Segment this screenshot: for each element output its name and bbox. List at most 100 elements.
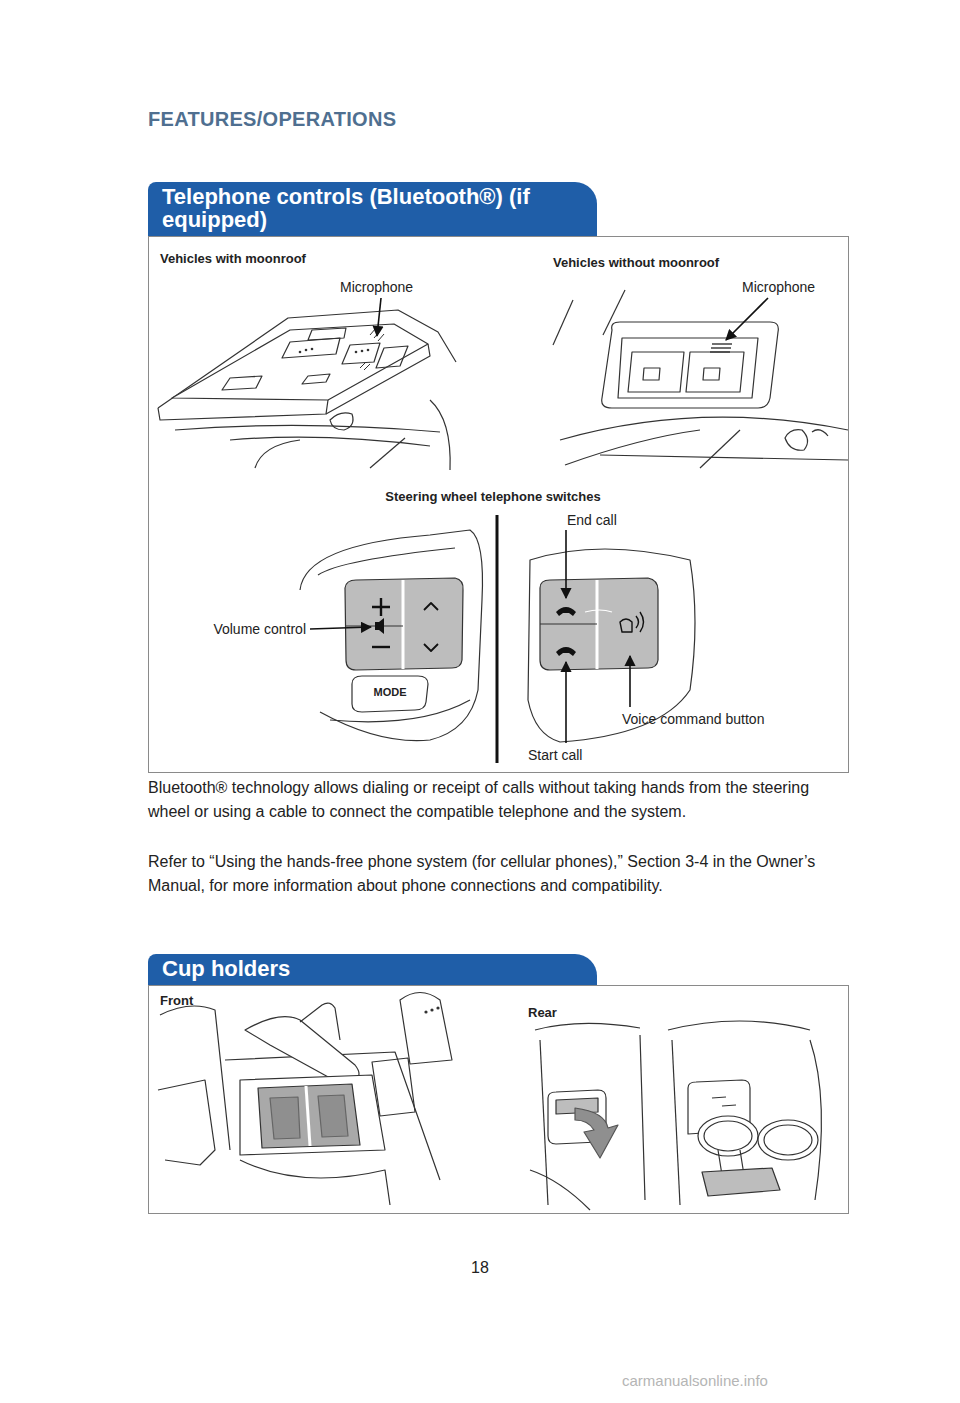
- drawing-stroke: [376, 346, 408, 368]
- drawing-stroke: [311, 348, 314, 351]
- panel-frames: [149, 237, 849, 1214]
- drawing-stroke: [540, 623, 597, 624]
- drawing-stroke: [710, 344, 732, 352]
- drawing-stroke: [535, 1023, 640, 1030]
- drawing-stroke: [326, 344, 430, 414]
- drawing-stroke: [600, 455, 848, 460]
- drawing-stroke: [565, 530, 567, 598]
- drawing-stroke: [402, 580, 405, 669]
- drawing-stroke: [352, 676, 428, 712]
- drawing-stroke: [299, 351, 302, 354]
- drawing-stroke: [785, 430, 808, 451]
- drawing-stroke: [342, 343, 380, 364]
- drawing-stroke: [378, 334, 384, 341]
- drawing-stroke: [318, 548, 455, 575]
- drawing-stroke: [703, 368, 720, 380]
- front-cup-holders: [158, 993, 452, 1206]
- drawing-stroke: [255, 440, 300, 468]
- drawing-stroke: [629, 656, 631, 707]
- part-label: Microphone: [742, 279, 815, 296]
- figure-heading: Steering wheel telephone switches: [385, 489, 600, 505]
- drawing-stroke: [245, 1017, 359, 1080]
- overhead-console-moonroof: [158, 310, 456, 470]
- drawing-stroke: [565, 430, 700, 465]
- section-heading: FEATURES/OPERATIONS: [148, 108, 396, 131]
- drawing-stroke: [158, 1080, 215, 1165]
- drawing-stroke: [367, 349, 370, 352]
- drawing-stroke: [700, 430, 740, 468]
- section-banner: Cup holders: [148, 954, 597, 985]
- drawing-stroke: [282, 338, 340, 358]
- drawing-stroke: [764, 1125, 812, 1155]
- drawing-stroke: [240, 1075, 385, 1155]
- drawing-stroke: [308, 328, 346, 340]
- body-text: Bluetooth® technology allows dialing or …: [148, 776, 848, 824]
- drawing-stroke: [556, 607, 576, 616]
- drawing-stroke: [628, 352, 684, 392]
- drawing-stroke: [172, 324, 428, 400]
- drawing-stroke: [377, 298, 381, 336]
- drawing-stroke: [698, 1116, 758, 1156]
- drawing-stroke: [400, 993, 452, 1065]
- drawing-stroke: [575, 1108, 618, 1158]
- drawing-stroke: [160, 1006, 230, 1150]
- drawing-stroke: [496, 515, 499, 763]
- drawing-stroke: [640, 1035, 645, 1200]
- drawing-stroke: [345, 578, 463, 670]
- drawing-stroke: [726, 298, 768, 340]
- drawing-stroke: [618, 338, 758, 398]
- overhead-console-standard: [553, 290, 848, 468]
- drawing-stroke: [300, 530, 483, 741]
- drawing-stroke: [360, 362, 366, 368]
- drawing-stroke: [758, 1120, 818, 1160]
- drawing-stroke: [810, 1040, 821, 1200]
- drawing-stroke: [712, 1097, 736, 1106]
- drawing-stroke: [361, 350, 364, 353]
- drawing-stroke: [305, 349, 308, 352]
- drawing-stroke: [158, 310, 456, 408]
- drawing-stroke: [812, 430, 828, 436]
- part-label: Start call: [528, 747, 582, 764]
- part-label: End call: [567, 512, 617, 529]
- drawing-stroke: [424, 644, 438, 651]
- leader-lines: [310, 298, 768, 743]
- drawing-stroke: [258, 1084, 360, 1148]
- drawing-stroke: [360, 328, 384, 370]
- drawing-stroke: [430, 400, 450, 470]
- drawing-stroke: [620, 619, 632, 632]
- drawing-stroke: [175, 425, 440, 432]
- variant-label: Rear: [528, 1005, 557, 1021]
- banner-title: Cup holders: [162, 957, 583, 981]
- drawing-stroke: [372, 598, 390, 616]
- drawing-stroke: [299, 348, 370, 354]
- part-label: Volume control: [213, 621, 306, 638]
- drawing-stroke: [158, 400, 328, 420]
- drawing-stroke: [240, 1160, 390, 1205]
- banner-title: Telephone controls (Bluetooth®) (if equi…: [162, 185, 583, 233]
- drawing-stroke: [306, 1086, 310, 1146]
- drawing-stroke: [370, 328, 376, 335]
- drawing-stroke: [149, 237, 849, 773]
- drawing-stroke: [686, 352, 744, 392]
- drawing-stroke: [370, 438, 405, 468]
- drawing-stroke: [530, 1170, 590, 1210]
- drawing-stroke: [436, 1006, 439, 1009]
- variant-label: Vehicles without moonroof: [553, 255, 719, 271]
- drawing-stroke: [375, 618, 384, 634]
- drawing-stroke: [270, 1097, 300, 1139]
- drawing-stroke: [372, 1058, 415, 1116]
- drawing-stroke: [672, 1040, 680, 1205]
- drawing-stroke: [702, 1168, 780, 1196]
- drawing-stroke: [424, 1010, 427, 1013]
- drawing-stroke: [710, 351, 730, 352]
- part-label: Microphone: [340, 279, 413, 296]
- button-text: MODE: [374, 686, 407, 699]
- drawing-stroke: [364, 364, 370, 370]
- variant-label: Front: [160, 993, 193, 1009]
- drawing-stroke: [540, 578, 658, 670]
- drawing-stroke: [556, 647, 576, 656]
- drawing-stroke: [310, 627, 371, 629]
- part-label: Voice command button: [622, 711, 764, 728]
- drawing-stroke: [585, 610, 612, 612]
